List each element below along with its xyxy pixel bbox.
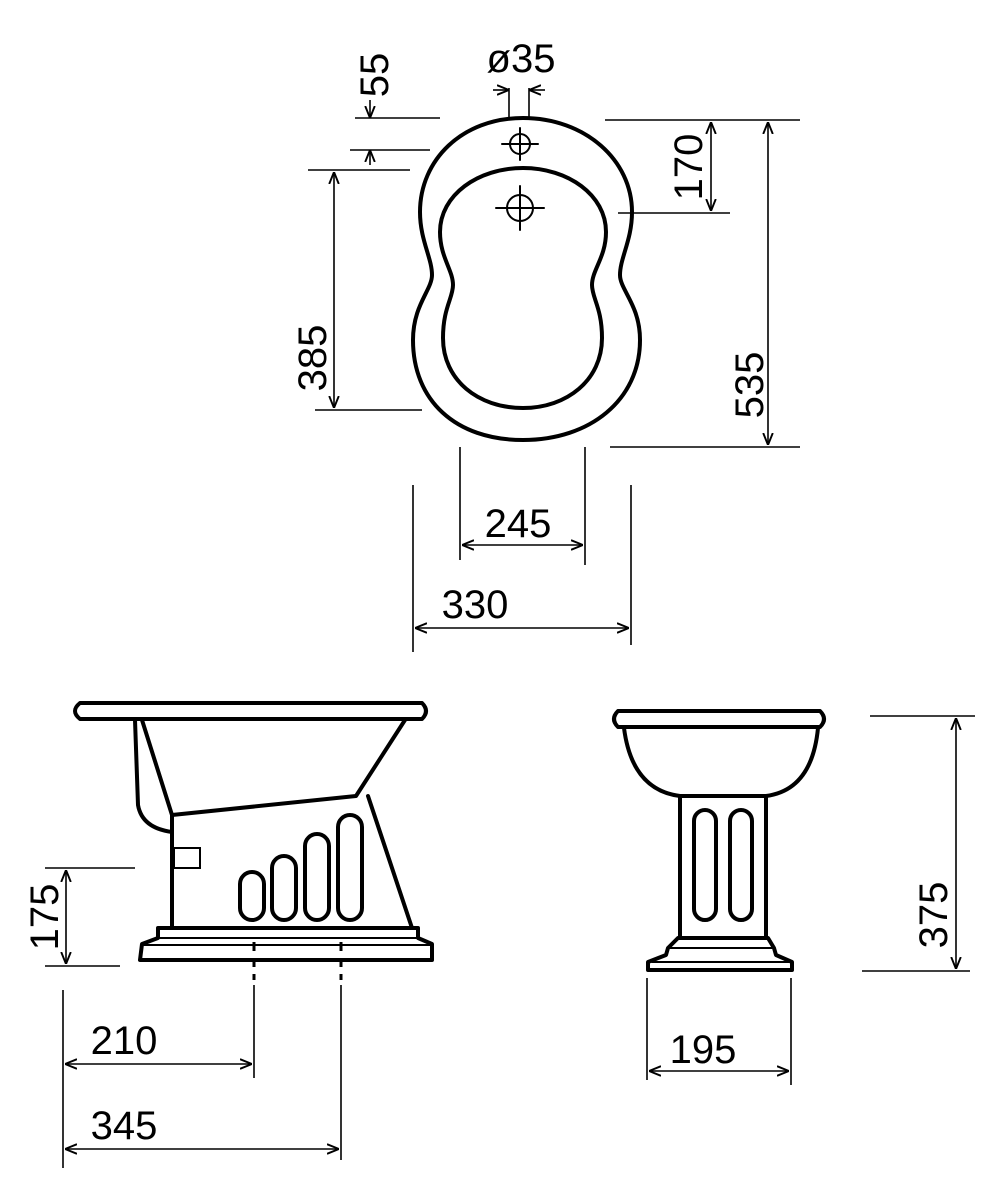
dim-fixing-1-label: 210: [91, 1019, 158, 1063]
dim-foot-width-label: 195: [670, 1028, 737, 1072]
dim-rim-to-tap-label: 55: [353, 53, 397, 98]
dimension-fixing-1: 210: [62, 985, 255, 1168]
dimension-total-height: 375: [862, 715, 975, 972]
side-base: [138, 926, 434, 962]
side-pedestal: [170, 794, 414, 930]
side-bowl: [140, 718, 407, 817]
bidet-inner-basin: [438, 166, 608, 410]
dim-inlet-height-label: 175: [23, 884, 67, 951]
side-view: 175 210 345: [23, 701, 434, 1168]
side-back-wall: [133, 718, 174, 834]
dimension-foot-width: 195: [646, 978, 792, 1085]
side-inlet-port: [173, 847, 201, 869]
dimension-total-length: 535: [610, 122, 800, 448]
tap-hole: [501, 127, 539, 161]
dimension-basin-width: 245: [459, 447, 586, 565]
bidet-outer-rim: [411, 116, 642, 442]
dim-total-width-label: 330: [442, 583, 509, 627]
side-rim: [73, 701, 428, 721]
front-rim: [612, 709, 826, 729]
dimension-basin-length: 385: [291, 169, 422, 411]
dim-tap-to-drain-label: 170: [667, 134, 711, 201]
dimension-total-width: 330: [412, 485, 632, 652]
front-view: 195 375: [612, 709, 975, 1085]
dim-total-length-label: 535: [728, 352, 772, 419]
front-bowl: [622, 726, 820, 798]
dim-basin-length-label: 385: [291, 325, 335, 392]
dim-total-height-label: 375: [912, 882, 956, 949]
dimension-rim-to-tap: 55: [350, 53, 440, 165]
dimension-fixing-2: 345: [65, 985, 342, 1160]
drain-hole: [495, 185, 545, 231]
top-view: ø35 55 170 385 535: [291, 37, 800, 652]
dimension-hole-diameter: ø35: [487, 37, 556, 118]
dim-basin-width-label: 245: [485, 502, 552, 546]
dimension-tap-to-drain: 170: [605, 119, 800, 214]
dim-fixing-2-label: 345: [91, 1104, 158, 1148]
front-base: [646, 936, 794, 972]
side-flutes: [238, 813, 364, 922]
dimension-inlet-height: 175: [23, 867, 135, 967]
dim-hole-diameter-label: ø35: [487, 37, 556, 81]
